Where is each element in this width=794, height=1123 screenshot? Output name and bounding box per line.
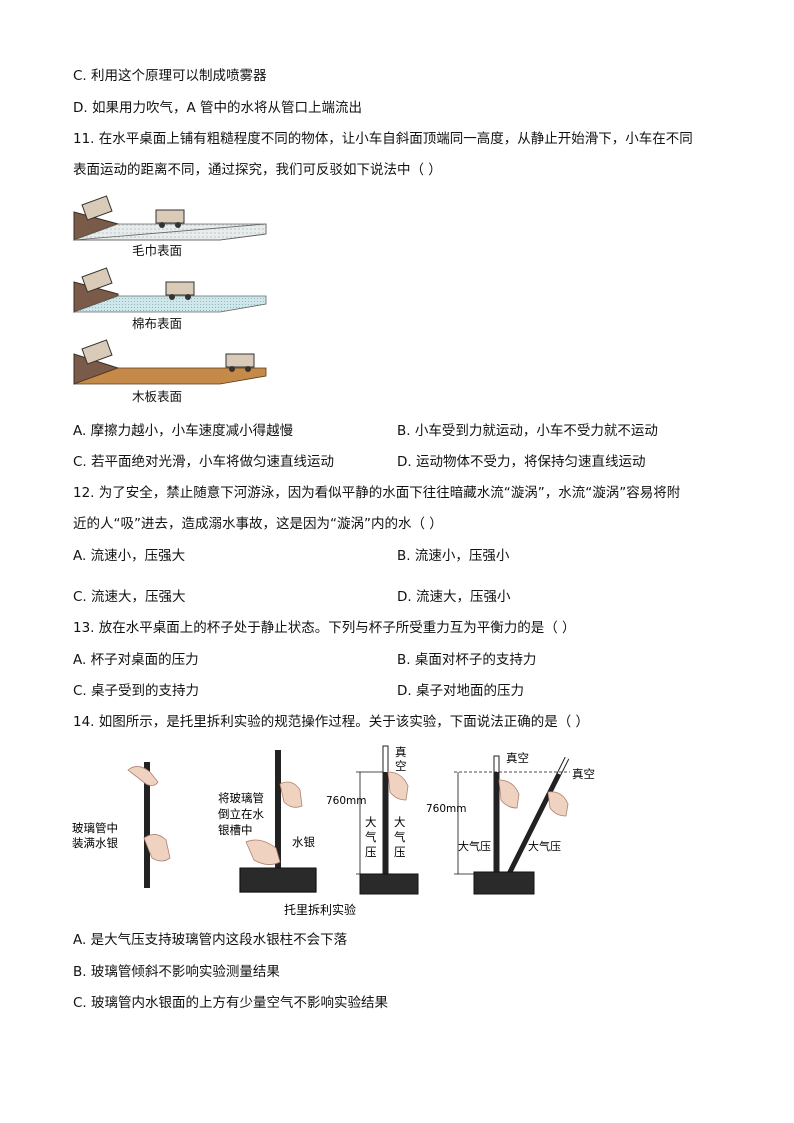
q10-option-d: D. 如果用力吹气，A 管中的水将从管口上端流出 (73, 100, 363, 116)
label-vacuum-2: 空 (395, 759, 407, 773)
label-invert-3: 银槽中 (218, 823, 253, 837)
q12-option-c: C. 流速大，压强大 (73, 589, 186, 605)
panel-tilted-tube: 真空 760mm 大气压 真空 大气压 (426, 751, 595, 895)
label-atm-h: 大气压 (458, 839, 491, 853)
q14-option-c: C. 玻璃管内水银面的上方有少量空气不影响实验结果 (73, 995, 389, 1011)
label-atm-tilt: 大气压 (528, 839, 561, 853)
label-mercury: 水银 (292, 835, 315, 849)
q14-figure-torricelli-experiment: 玻璃管中 装满水银 将玻璃管 倒立在水 银槽中 水银 真 空 760mm 大 气… (72, 745, 595, 917)
q13-option-a: A. 杯子对桌面的压力 (73, 652, 199, 668)
q11-option-c: C. 若平面绝对光滑，小车将做匀速直线运动 (73, 454, 335, 470)
label-vacuum-1: 真 (395, 745, 407, 759)
label-atm-r1: 大 (394, 815, 406, 829)
q11-stem-line-2: 表面运动的距离不同，通过探究，我们可反驳如下说法中（ ） (73, 162, 442, 178)
label-760b: 760mm (426, 803, 467, 815)
q12-stem-line-1: 12. 为了安全，禁止随意下河游泳，因为看似平静的水面下往往暗藏水流“漩涡”，水… (73, 485, 681, 501)
q13-option-d: D. 桌子对地面的压力 (397, 683, 524, 699)
label-atm-1: 大 (365, 815, 377, 829)
q11-figure-incline-experiment: 毛巾表面 棉布表面 木板表面 (73, 195, 267, 404)
incline-cloth (73, 267, 267, 313)
panel-vertical-760: 真 空 760mm 大 气 压 大 气 压 (326, 745, 419, 895)
caption-wood: 木板表面 (132, 389, 182, 404)
q12-option-d: D. 流速大，压强小 (397, 589, 511, 605)
label-atm-r3: 压 (394, 845, 406, 859)
q13-stem: 13. 放在水平桌面上的杯子处于静止状态。下列与杯子所受重力互为平衡力的是（ ） (73, 620, 576, 636)
q11-stem-line-1: 11. 在水平桌面上铺有粗糙程度不同的物体，让小车自斜面顶端同一高度，从静止开始… (73, 131, 693, 147)
q14-option-b: B. 玻璃管倾斜不影响实验测量结果 (73, 964, 280, 980)
label-760: 760mm (326, 795, 367, 807)
q12-stem-line-2: 近的人“吸”进去，造成溺水事故，这是因为“漩涡”内的水（ ） (73, 516, 443, 532)
caption-towel: 毛巾表面 (132, 243, 182, 258)
label-vacuum-h: 真空 (506, 751, 529, 765)
q12-option-b: B. 流速小，压强小 (397, 548, 510, 564)
q11-option-b: B. 小车受到力就运动，小车不受力就不运动 (397, 423, 658, 439)
panel-fill-tube: 玻璃管中 装满水银 (72, 762, 171, 888)
label-fill-1: 玻璃管中 (72, 821, 118, 835)
q14-option-a: A. 是大气压支持玻璃管内这段水银柱不会下落 (73, 932, 348, 948)
label-atm-3: 压 (365, 845, 377, 859)
q13-option-c: C. 桌子受到的支持力 (73, 683, 200, 699)
incline-towel (73, 195, 267, 241)
label-invert-2: 倒立在水 (218, 807, 264, 821)
caption-cloth: 棉布表面 (132, 316, 182, 331)
q10-option-c: C. 利用这个原理可以制成喷雾器 (73, 68, 267, 84)
label-atm-2: 气 (365, 830, 377, 844)
q12-option-a: A. 流速小，压强大 (73, 548, 186, 564)
label-vacuum-tilt: 真空 (572, 767, 595, 781)
q13-option-b: B. 桌面对杯子的支持力 (397, 652, 537, 668)
q11-option-a: A. 摩擦力越小，小车速度减小得越慢 (73, 423, 294, 439)
q14-stem: 14. 如图所示，是托里拆利实验的规范操作过程。关于该实验，下面说法正确的是（ … (73, 714, 590, 730)
incline-wood (73, 339, 267, 385)
label-atm-r2: 气 (394, 830, 406, 844)
figure-caption: 托里拆利实验 (284, 902, 356, 917)
q11-option-d: D. 运动物体不受力，将保持匀速直线运动 (397, 454, 646, 470)
label-fill-2: 装满水银 (72, 836, 118, 850)
panel-invert-tube: 将玻璃管 倒立在水 银槽中 水银 (218, 750, 317, 893)
label-invert-1: 将玻璃管 (218, 791, 264, 805)
